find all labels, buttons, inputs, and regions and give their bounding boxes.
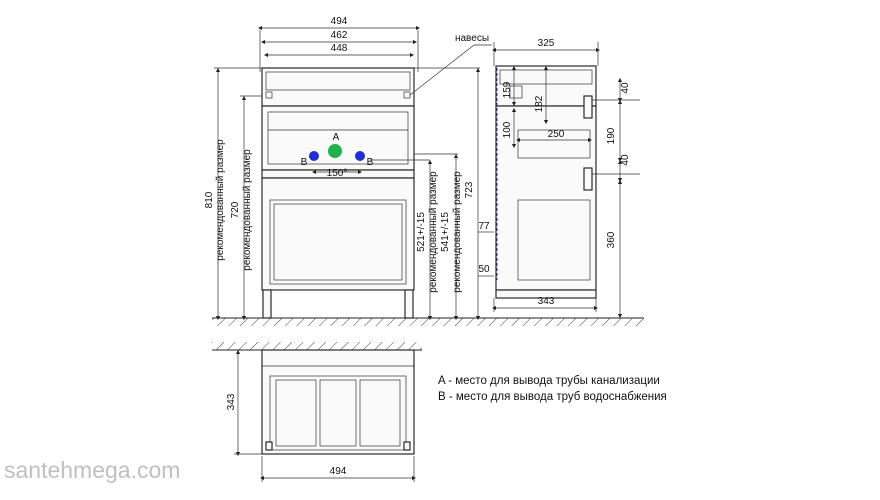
rec-label-4: рекомендованный размер [452,171,463,293]
watermark: santehmega.com [4,457,180,483]
front-right-dimensions: 521+/-15 рекомендованный размер 541+/-15… [370,67,481,321]
floor-upper [212,317,644,326]
dim-150: 150° [327,168,348,179]
dim-494-plan: 494 [330,466,347,477]
dim-541: 541+/-15 [440,212,451,252]
connection-points: A B B 150° [301,132,374,179]
rec-label-2: рекомендованный размер [242,149,253,271]
dim-77: 77 [478,221,490,232]
dim-723: 723 [464,181,475,198]
dim-40a: 40 [620,82,631,94]
dim-40b: 40 [620,154,631,166]
water-point-b-left [309,151,319,161]
hinges-label: навесы [455,33,489,44]
water-point-b-right [355,151,365,161]
dim-462: 462 [331,30,348,41]
rec-label-3: рекомендованный размер [428,171,439,293]
drain-point-a [328,144,342,158]
dim-190: 190 [606,127,617,144]
dim-494: 494 [331,16,348,27]
label-b-left: B [301,157,308,168]
dim-343-plan: 343 [226,393,237,410]
dim-343-side: 343 [538,296,555,307]
dim-50: 50 [478,264,490,275]
label-b-right: B [367,157,374,168]
dim-521: 521+/-15 [416,212,427,252]
dim-810: 810 [204,191,215,208]
dim-448: 448 [331,43,348,54]
cabinet-front [261,67,415,319]
dim-250: 250 [548,129,565,140]
dim-182: 182 [534,95,545,112]
rec-label-1: рекомендованный размер [215,139,226,261]
legend-b: B - место для вывода труб водоснабжения [438,391,667,403]
dim-325: 325 [538,38,555,49]
side-view: 325 159 182 100 250 40 190 40 360 77 50 [478,38,640,319]
front-view: 494 462 448 A B [204,16,492,321]
dim-100: 100 [502,121,513,138]
dim-720: 720 [230,201,241,218]
front-left-dimensions: 810 рекомендованный размер 720 рекомендо… [204,67,262,321]
dim-360: 360 [606,231,617,248]
hinges-callout: навесы [409,33,492,96]
legend-a: A - место для вывода трубы канализации [438,375,660,387]
dim-159: 159 [502,81,513,98]
legend: A - место для вывода трубы канализации B… [438,375,667,403]
front-top-dimensions: 494 462 448 [257,16,421,72]
plan-view: 343 494 [212,342,422,482]
label-a: A [333,132,340,143]
